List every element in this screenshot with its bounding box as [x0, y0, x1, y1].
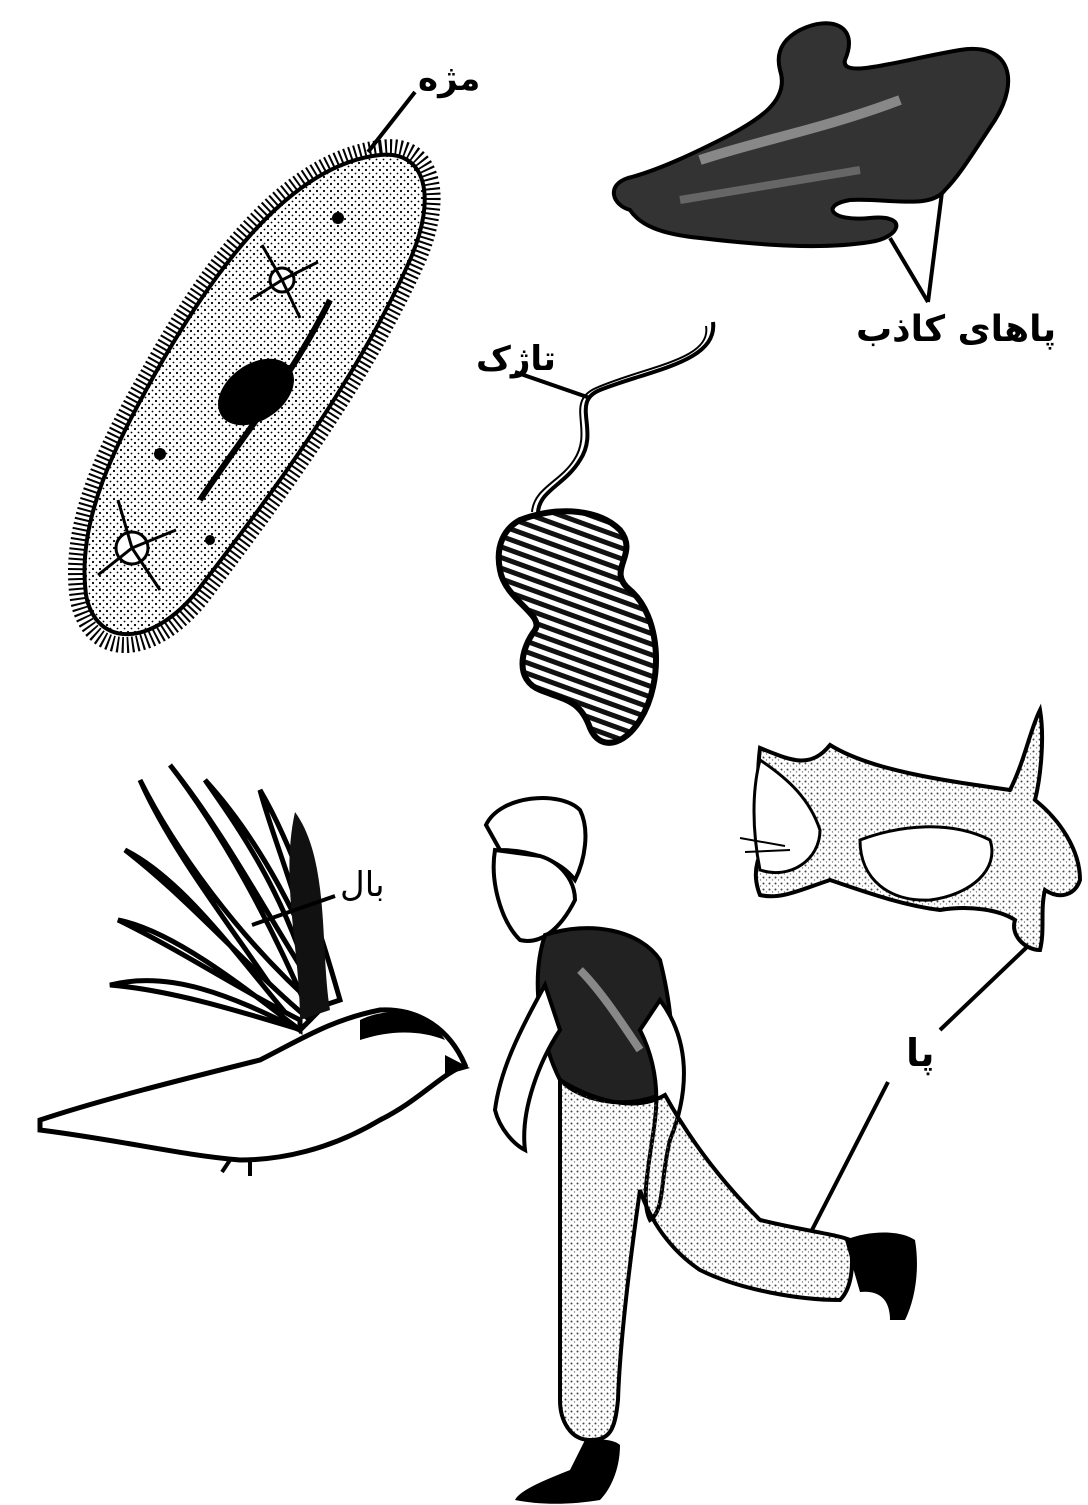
label-flagellum: تاژک [476, 342, 556, 376]
boy-trousers [560, 1080, 852, 1440]
label-wing: بال [340, 868, 385, 902]
flagellate-body [499, 511, 656, 743]
paramecium-illustration [76, 92, 433, 645]
flagellate-illustration [499, 322, 714, 743]
amoeba-illustration [614, 23, 1008, 302]
label-cilia: مژه [418, 62, 480, 96]
boy-leg-pointer-line [812, 1082, 888, 1230]
boy-shoe-back [845, 1233, 917, 1321]
boy-illustration [486, 798, 917, 1504]
bird-illustration [40, 765, 470, 1176]
cat-leg-pointer-line [940, 946, 1028, 1030]
boy-shoe-front [515, 1439, 620, 1504]
cat-illustration [740, 710, 1080, 1030]
boy-arm-left [495, 985, 560, 1150]
pseudopodia-pointer-lines [890, 192, 942, 302]
label-leg: پا [906, 1034, 935, 1072]
amoeba-body [614, 23, 1008, 246]
flagellum [538, 322, 713, 512]
label-pseudopodia: پاهای کاذب [856, 312, 1056, 348]
